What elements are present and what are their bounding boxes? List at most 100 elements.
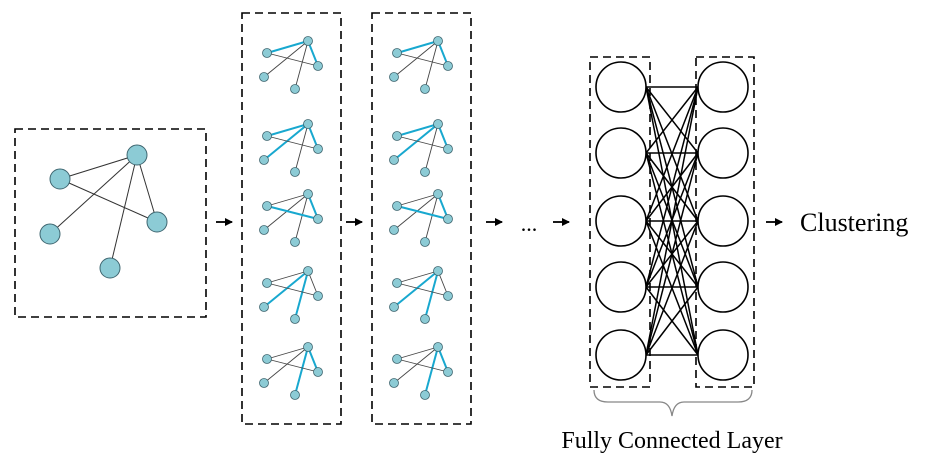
highlighted-edge bbox=[393, 123, 439, 161]
graph-edge bbox=[263, 346, 309, 384]
graph-node bbox=[262, 131, 272, 141]
graph-node bbox=[392, 48, 402, 58]
graph-node bbox=[392, 278, 402, 288]
graph-edge bbox=[294, 123, 309, 173]
graph-node bbox=[126, 144, 148, 166]
highlighted-edge bbox=[396, 205, 449, 220]
graph-node bbox=[420, 314, 430, 324]
fc-neuron-left bbox=[595, 329, 647, 381]
graph-node bbox=[443, 367, 453, 377]
graph-node bbox=[433, 342, 443, 352]
graph-node bbox=[433, 189, 443, 199]
graph-layer-1-panel bbox=[241, 12, 342, 425]
graph-node bbox=[420, 390, 430, 400]
graph-edge bbox=[393, 346, 439, 384]
graph-node bbox=[303, 342, 313, 352]
small-graph bbox=[389, 119, 453, 177]
fc-neuron-right bbox=[697, 61, 749, 113]
graph-edge bbox=[49, 154, 138, 235]
graph-edge bbox=[396, 135, 449, 150]
highlighted-edge bbox=[393, 270, 439, 308]
graph-edge bbox=[424, 193, 439, 243]
fully-connected-layer bbox=[589, 56, 755, 388]
graph-edge bbox=[263, 193, 309, 231]
graph-node bbox=[313, 214, 323, 224]
graph-node bbox=[420, 167, 430, 177]
graph-node bbox=[433, 266, 443, 276]
graph-edge bbox=[393, 40, 439, 78]
fc-neuron-left bbox=[595, 261, 647, 313]
graph-node bbox=[303, 189, 313, 199]
graph-edge bbox=[266, 270, 309, 284]
graph-node bbox=[433, 36, 443, 46]
graph-node bbox=[313, 367, 323, 377]
fc-left-box bbox=[589, 56, 651, 388]
highlighted-edge bbox=[396, 123, 439, 137]
graph-edge bbox=[266, 135, 319, 150]
fc-connection bbox=[645, 220, 699, 356]
graph-edge bbox=[266, 282, 319, 297]
highlighted-edge bbox=[266, 123, 309, 137]
graph-edge bbox=[294, 193, 309, 243]
graph-edge bbox=[266, 346, 309, 360]
graph-node bbox=[259, 155, 269, 165]
fc-brace bbox=[593, 389, 753, 417]
graph-edge bbox=[424, 123, 439, 173]
graph-node bbox=[433, 119, 443, 129]
small-graph bbox=[259, 119, 323, 177]
fc-connection bbox=[645, 86, 699, 154]
graph-edge bbox=[59, 178, 158, 223]
graph-node bbox=[389, 72, 399, 82]
graph-node bbox=[262, 201, 272, 211]
graph-node bbox=[99, 257, 121, 279]
layer-box bbox=[241, 12, 342, 425]
highlighted-edge bbox=[294, 346, 309, 396]
graph-node bbox=[303, 266, 313, 276]
fc-connection bbox=[645, 86, 699, 356]
graph-node bbox=[262, 48, 272, 58]
fc-neuron-left bbox=[595, 195, 647, 247]
input-graph-box bbox=[14, 128, 207, 318]
graph-edge bbox=[59, 154, 138, 180]
highlighted-edge bbox=[263, 123, 309, 161]
graph-node bbox=[262, 278, 272, 288]
small-graph bbox=[389, 36, 453, 94]
graph-layer-2-panel bbox=[371, 12, 472, 425]
graph-edge bbox=[266, 52, 319, 67]
highlighted-edge bbox=[266, 205, 319, 220]
graph-node bbox=[303, 119, 313, 129]
clustering-label: Clustering bbox=[800, 208, 908, 237]
graph-node bbox=[290, 237, 300, 247]
ellipsis-label: ... bbox=[521, 211, 538, 236]
fc-neuron-right bbox=[697, 261, 749, 313]
graph-node bbox=[259, 302, 269, 312]
fc-connection bbox=[645, 286, 699, 356]
graph-edge bbox=[396, 193, 439, 207]
graph-node bbox=[290, 84, 300, 94]
graph-edge bbox=[136, 154, 158, 223]
graph-node bbox=[313, 144, 323, 154]
graph-node bbox=[259, 225, 269, 235]
graph-edge bbox=[393, 193, 439, 231]
graph-node bbox=[420, 237, 430, 247]
small-graph bbox=[389, 266, 453, 324]
small-graph bbox=[389, 189, 453, 247]
fc-neuron-right bbox=[697, 329, 749, 381]
graph-edge bbox=[396, 282, 449, 297]
fc-neuron-right bbox=[697, 127, 749, 179]
highlighted-edge bbox=[424, 346, 439, 396]
input-graph-panel bbox=[14, 128, 207, 318]
graph-edge bbox=[396, 358, 449, 373]
highlighted-edge bbox=[266, 40, 309, 54]
graph-node bbox=[443, 291, 453, 301]
fc-connection bbox=[645, 86, 699, 222]
fc-neuron-left bbox=[595, 127, 647, 179]
highlighted-edge bbox=[263, 270, 309, 308]
graph-node bbox=[443, 144, 453, 154]
graph-node bbox=[146, 211, 168, 233]
graph-node bbox=[259, 72, 269, 82]
graph-node bbox=[290, 314, 300, 324]
graph-node bbox=[389, 378, 399, 388]
fc-neuron-right bbox=[697, 195, 749, 247]
